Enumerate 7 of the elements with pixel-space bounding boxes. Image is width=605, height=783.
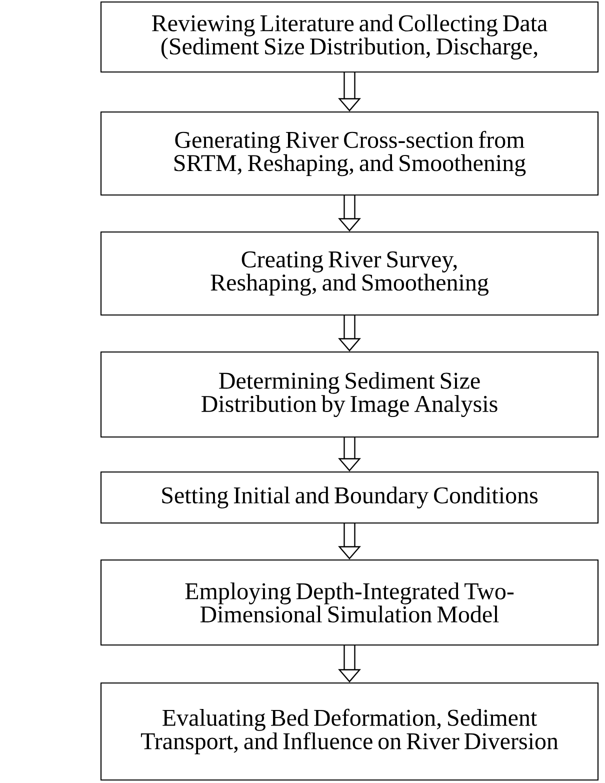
process-box: Generating River Cross-section from SRTM, Reshaping, and Smoothening [100,111,599,196]
process-box: Determining Sediment Size Distribution by Image Analysis [100,351,599,438]
process-box: Reviewing Literature and Collecting Data (Sediment Size Distribution, Discharge, [100,1,599,73]
process-box: Creating River Survey, Reshaping, and Smoothening [100,231,599,316]
process-box: Evaluating Bed Deformation, Sediment Transport, and Influence on River Diversion [100,682,599,781]
process-box: Employing Depth-Integrated Two-Dimensional Simulation Model [100,559,599,646]
process-box: Setting Initial and Boundary Conditions [100,471,599,524]
